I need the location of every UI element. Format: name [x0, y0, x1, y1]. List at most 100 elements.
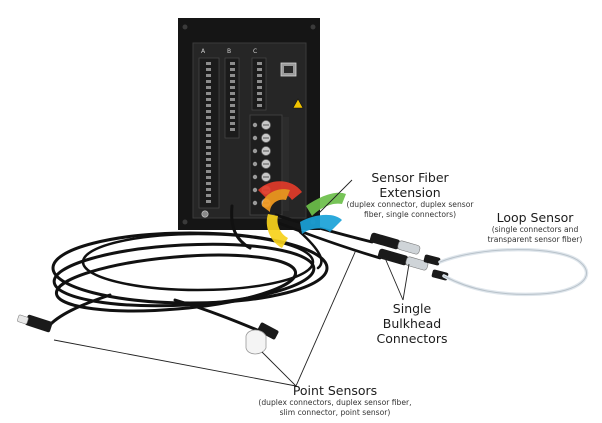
cable-coil [81, 232, 315, 292]
label-subtitle: fiber, single connectors) [363, 209, 457, 219]
label-title: Sensor Fiber Extension [371, 170, 449, 200]
watermark-logo [258, 181, 346, 248]
label-title: Point Sensors [292, 383, 378, 398]
connector-tip [17, 314, 29, 325]
label-loop-sensor: Loop Sensor (single connectors and trans… [468, 210, 602, 244]
mounting-hole [182, 24, 188, 30]
clear-fiber-loop [438, 247, 589, 297]
point-sensor-connector [257, 322, 279, 340]
label-subtitle: (duplex connectors, duplex sensor fiber, [258, 398, 412, 407]
ethernet-port-slot [284, 66, 293, 73]
mounting-hole [310, 24, 316, 30]
cable-coil [52, 242, 316, 308]
terminal-pins-b [230, 62, 235, 131]
label-subtitle: (single connectors and [491, 225, 579, 234]
terminal-strip-c [251, 57, 267, 111]
terminal-pin [206, 188, 211, 191]
terminal-clamp [252, 174, 258, 180]
terminal-pin [206, 116, 211, 119]
terminal-pin [206, 200, 211, 203]
cable-extension-lower [274, 220, 382, 260]
terminal-clamp [252, 135, 258, 141]
terminal-pin [230, 104, 235, 107]
label-subtitle: transparent sensor fiber) [487, 234, 583, 244]
bulkhead-connector-body [397, 240, 421, 255]
terminal-pin [206, 176, 211, 179]
terminal-label-a: A [201, 48, 206, 55]
terminal-pin [206, 122, 211, 125]
slim-connector [25, 314, 53, 333]
callout-line-bulkhead-2 [402, 263, 410, 301]
relay-device: A B C [178, 18, 320, 230]
terminal-pin [230, 98, 235, 101]
callout-lines [53, 179, 410, 387]
terminal-pin [257, 80, 262, 83]
callout-line-point-sensor-1 [53, 339, 297, 387]
watermark-shape [266, 214, 288, 248]
terminal-pin [206, 170, 211, 173]
watermark-shape [262, 189, 290, 212]
terminal-pin [230, 92, 235, 95]
terminal-clamp [252, 200, 258, 206]
terminal-marker-strip [283, 117, 289, 211]
label-subtitle: slim connector, point sensor) [279, 407, 391, 417]
clear-fiber-loop-edge [439, 249, 587, 295]
terminal-pin [257, 68, 262, 71]
terminal-pin [206, 92, 211, 95]
bulkhead-connector [377, 248, 409, 266]
label-title: Connectors [376, 331, 448, 346]
cable-extension-return [298, 230, 323, 270]
terminal-pin [206, 134, 211, 137]
terminal-pin [230, 128, 235, 131]
terminal-pin [230, 74, 235, 77]
terminal-pin [206, 146, 211, 149]
loop-sensor-fiber [438, 247, 589, 297]
terminal-pin [206, 68, 211, 71]
terminal-pin [257, 62, 262, 65]
cable-extension-upper [274, 213, 374, 244]
terminal-pin [206, 104, 211, 107]
terminal-pin [206, 128, 211, 131]
callout-line-bulkhead-1 [384, 257, 404, 301]
terminal-pin [230, 80, 235, 83]
label-single-bulkhead-connectors: Single Bulkhead Connectors [362, 301, 462, 346]
terminal-pin [206, 86, 211, 89]
terminal-pins-c [257, 62, 262, 107]
single-connector [423, 254, 441, 266]
point-sensor-head [245, 329, 267, 355]
terminal-strip-a [198, 57, 220, 209]
label-point-sensors: Point Sensors (duplex connectors, duplex… [250, 383, 420, 417]
terminal-clamp [252, 161, 258, 167]
terminal-clamp [252, 187, 258, 193]
terminal-pin [230, 116, 235, 119]
terminal-pin [230, 86, 235, 89]
terminal-pin [230, 68, 235, 71]
point-sensors [17, 314, 279, 355]
mounting-hole [182, 219, 188, 225]
terminal-pin [206, 98, 211, 101]
bulkhead-connector [369, 232, 401, 250]
terminal-pins-a [206, 62, 211, 203]
label-title: Single Bulkhead [382, 301, 442, 331]
bulkhead-connector-body [405, 256, 429, 271]
watermark-shape [300, 214, 342, 234]
ground-screw-icon [201, 210, 209, 218]
terminal-label-c: C [253, 48, 257, 55]
terminal-pin [206, 194, 211, 197]
terminal-clamp [252, 122, 258, 128]
terminal-pin [257, 92, 262, 95]
terminal-pin [257, 86, 262, 89]
callout-line-fiber-extension [317, 179, 353, 215]
black-fiber-cables [46, 204, 382, 334]
callout-line-point-sensor-2 [261, 351, 297, 387]
terminal-pin [206, 164, 211, 167]
terminal-pin [230, 62, 235, 65]
callout-line-point-sensor-3 [295, 249, 357, 387]
terminal-pin [257, 98, 262, 101]
terminal-pin [230, 110, 235, 113]
label-title: Loop Sensor [496, 210, 574, 225]
terminal-pin [257, 104, 262, 107]
watermark-shape [306, 192, 346, 216]
label-subtitle: (duplex connector, duplex sensor [346, 200, 474, 209]
